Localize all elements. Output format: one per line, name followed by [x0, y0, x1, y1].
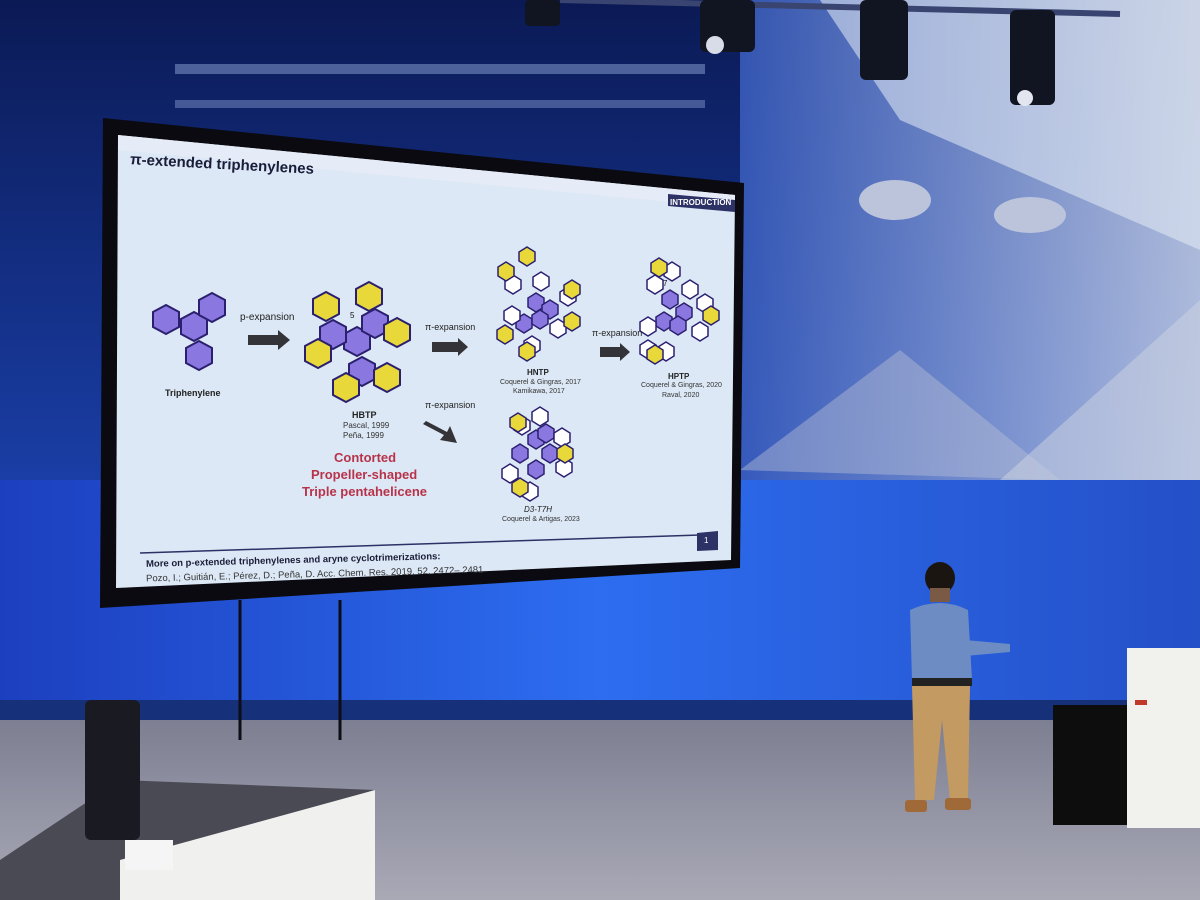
page-number-box [697, 531, 718, 551]
hntp-structure [496, 246, 581, 362]
reaction-arrows [248, 330, 630, 443]
hptp-ref-2: Raval, 2020 [662, 392, 700, 399]
arrow-label-lower: π-expansion [425, 400, 476, 410]
d3-t7h-label: D3-T7H [524, 505, 553, 514]
introduction-label: INTRODUCTION [670, 198, 732, 207]
arrow-label-p-expansion: p-expansion [240, 312, 295, 323]
d3-t7h-structure [501, 406, 574, 502]
hntp-label: HNTP [527, 368, 549, 377]
triphenylene-structure [152, 291, 226, 372]
arrow-label-third: π-expansion [592, 328, 643, 338]
stage-lights [525, 0, 1055, 105]
d3-t7h-ref-1: Coquerel & Artigas, 2023 [502, 516, 580, 523]
ring-label-five: 5 [350, 311, 355, 320]
introduction-badge [668, 194, 735, 212]
hbtp-ref-1: Pascal, 1999 [343, 421, 390, 430]
event-banner [1127, 648, 1200, 828]
ring-label-seven: 7 [663, 279, 668, 288]
hptp-ref-1: Coquerel & Gingras, 2020 [641, 382, 722, 389]
chair [85, 700, 140, 840]
hptp-structure [639, 257, 720, 365]
highlight-contorted: Contorted [334, 450, 397, 465]
hptp-label: HPTP [668, 372, 690, 381]
highlight-propeller: Propeller-shaped [311, 467, 418, 482]
hbtp-ref-2: Peña, 1999 [343, 431, 384, 440]
name-card [125, 840, 173, 870]
triphenylene-label: Triphenylene [165, 388, 221, 398]
hbtp-structure [304, 280, 411, 404]
slide [116, 135, 735, 588]
highlight-pentahelicene: Triple pentahelicene [302, 484, 427, 499]
arrow-label-upper: π-expansion [425, 322, 476, 332]
speaker [905, 562, 1010, 812]
hbtp-label: HBTP [352, 410, 377, 420]
slide-page-number: 1 [704, 536, 709, 545]
podium [1053, 705, 1128, 825]
hntp-ref-1: Coquerel & Gingras, 2017 [500, 379, 581, 386]
hntp-ref-2: Kamikawa, 2017 [513, 388, 565, 395]
